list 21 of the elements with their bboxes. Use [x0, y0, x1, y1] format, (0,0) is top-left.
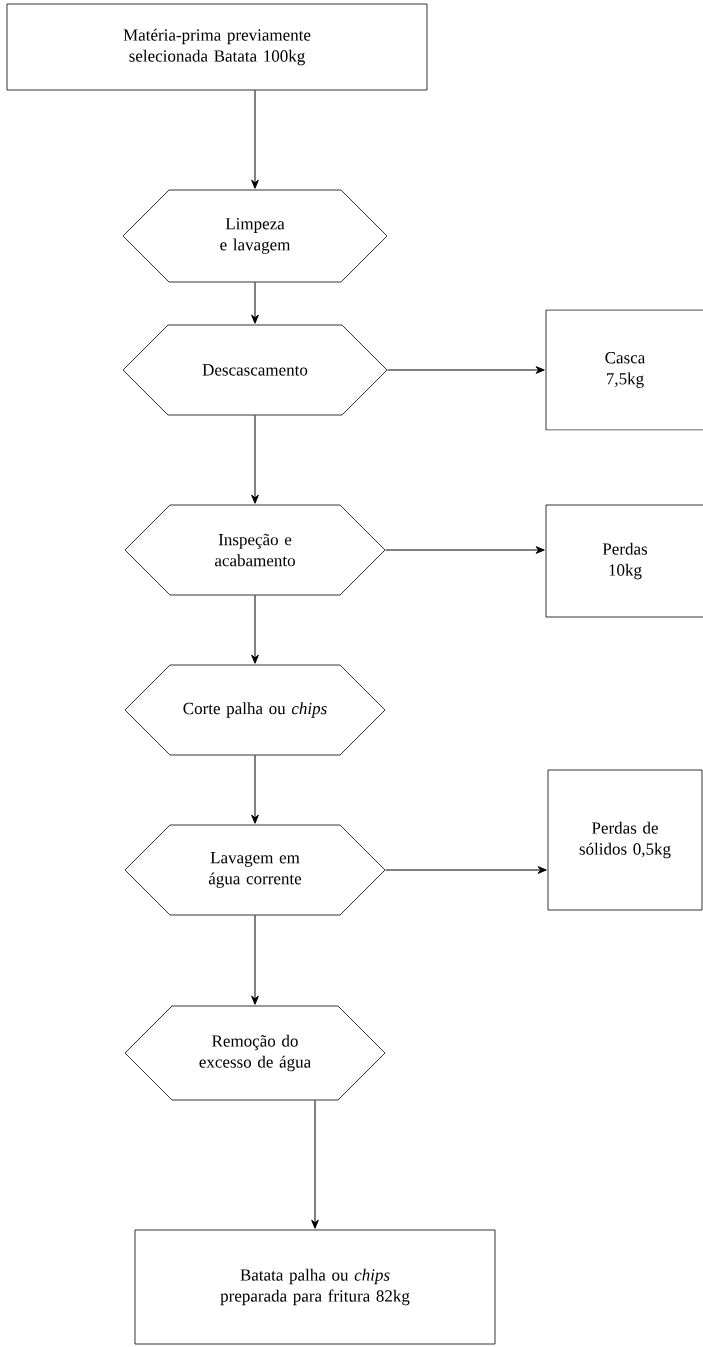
arrow — [251, 754, 259, 824]
output-box: Casca 7,5kg — [545, 309, 703, 431]
arrow — [387, 366, 545, 374]
process-hexagon: Remoção do excesso de água — [124, 1005, 386, 1101]
process-hexagon: Limpeza e lavagem — [122, 189, 388, 283]
process-hexagon: Lavagem em água corrente — [124, 824, 386, 916]
arrow — [311, 1099, 319, 1229]
output-box: Perdas de sólidos 0,5kg — [547, 769, 703, 911]
process-hexagon: Descascamento — [122, 324, 388, 416]
arrow — [251, 914, 259, 1005]
output-box: Batata palha ou chips preparada para fritura 82kg — [134, 1229, 496, 1345]
process-hexagon: Corte palha ou chips — [124, 664, 386, 756]
arrow — [385, 546, 545, 554]
arrow — [251, 281, 259, 324]
arrow — [251, 414, 259, 504]
output-box: Perdas 10kg — [545, 504, 703, 618]
input-box: Matéria-prima previamente selecionada Batata 100kg — [6, 3, 428, 91]
arrow — [251, 594, 259, 664]
arrow — [251, 89, 259, 189]
process-hexagon: Inspeção e acabamento — [124, 504, 386, 596]
arrow — [385, 866, 547, 874]
